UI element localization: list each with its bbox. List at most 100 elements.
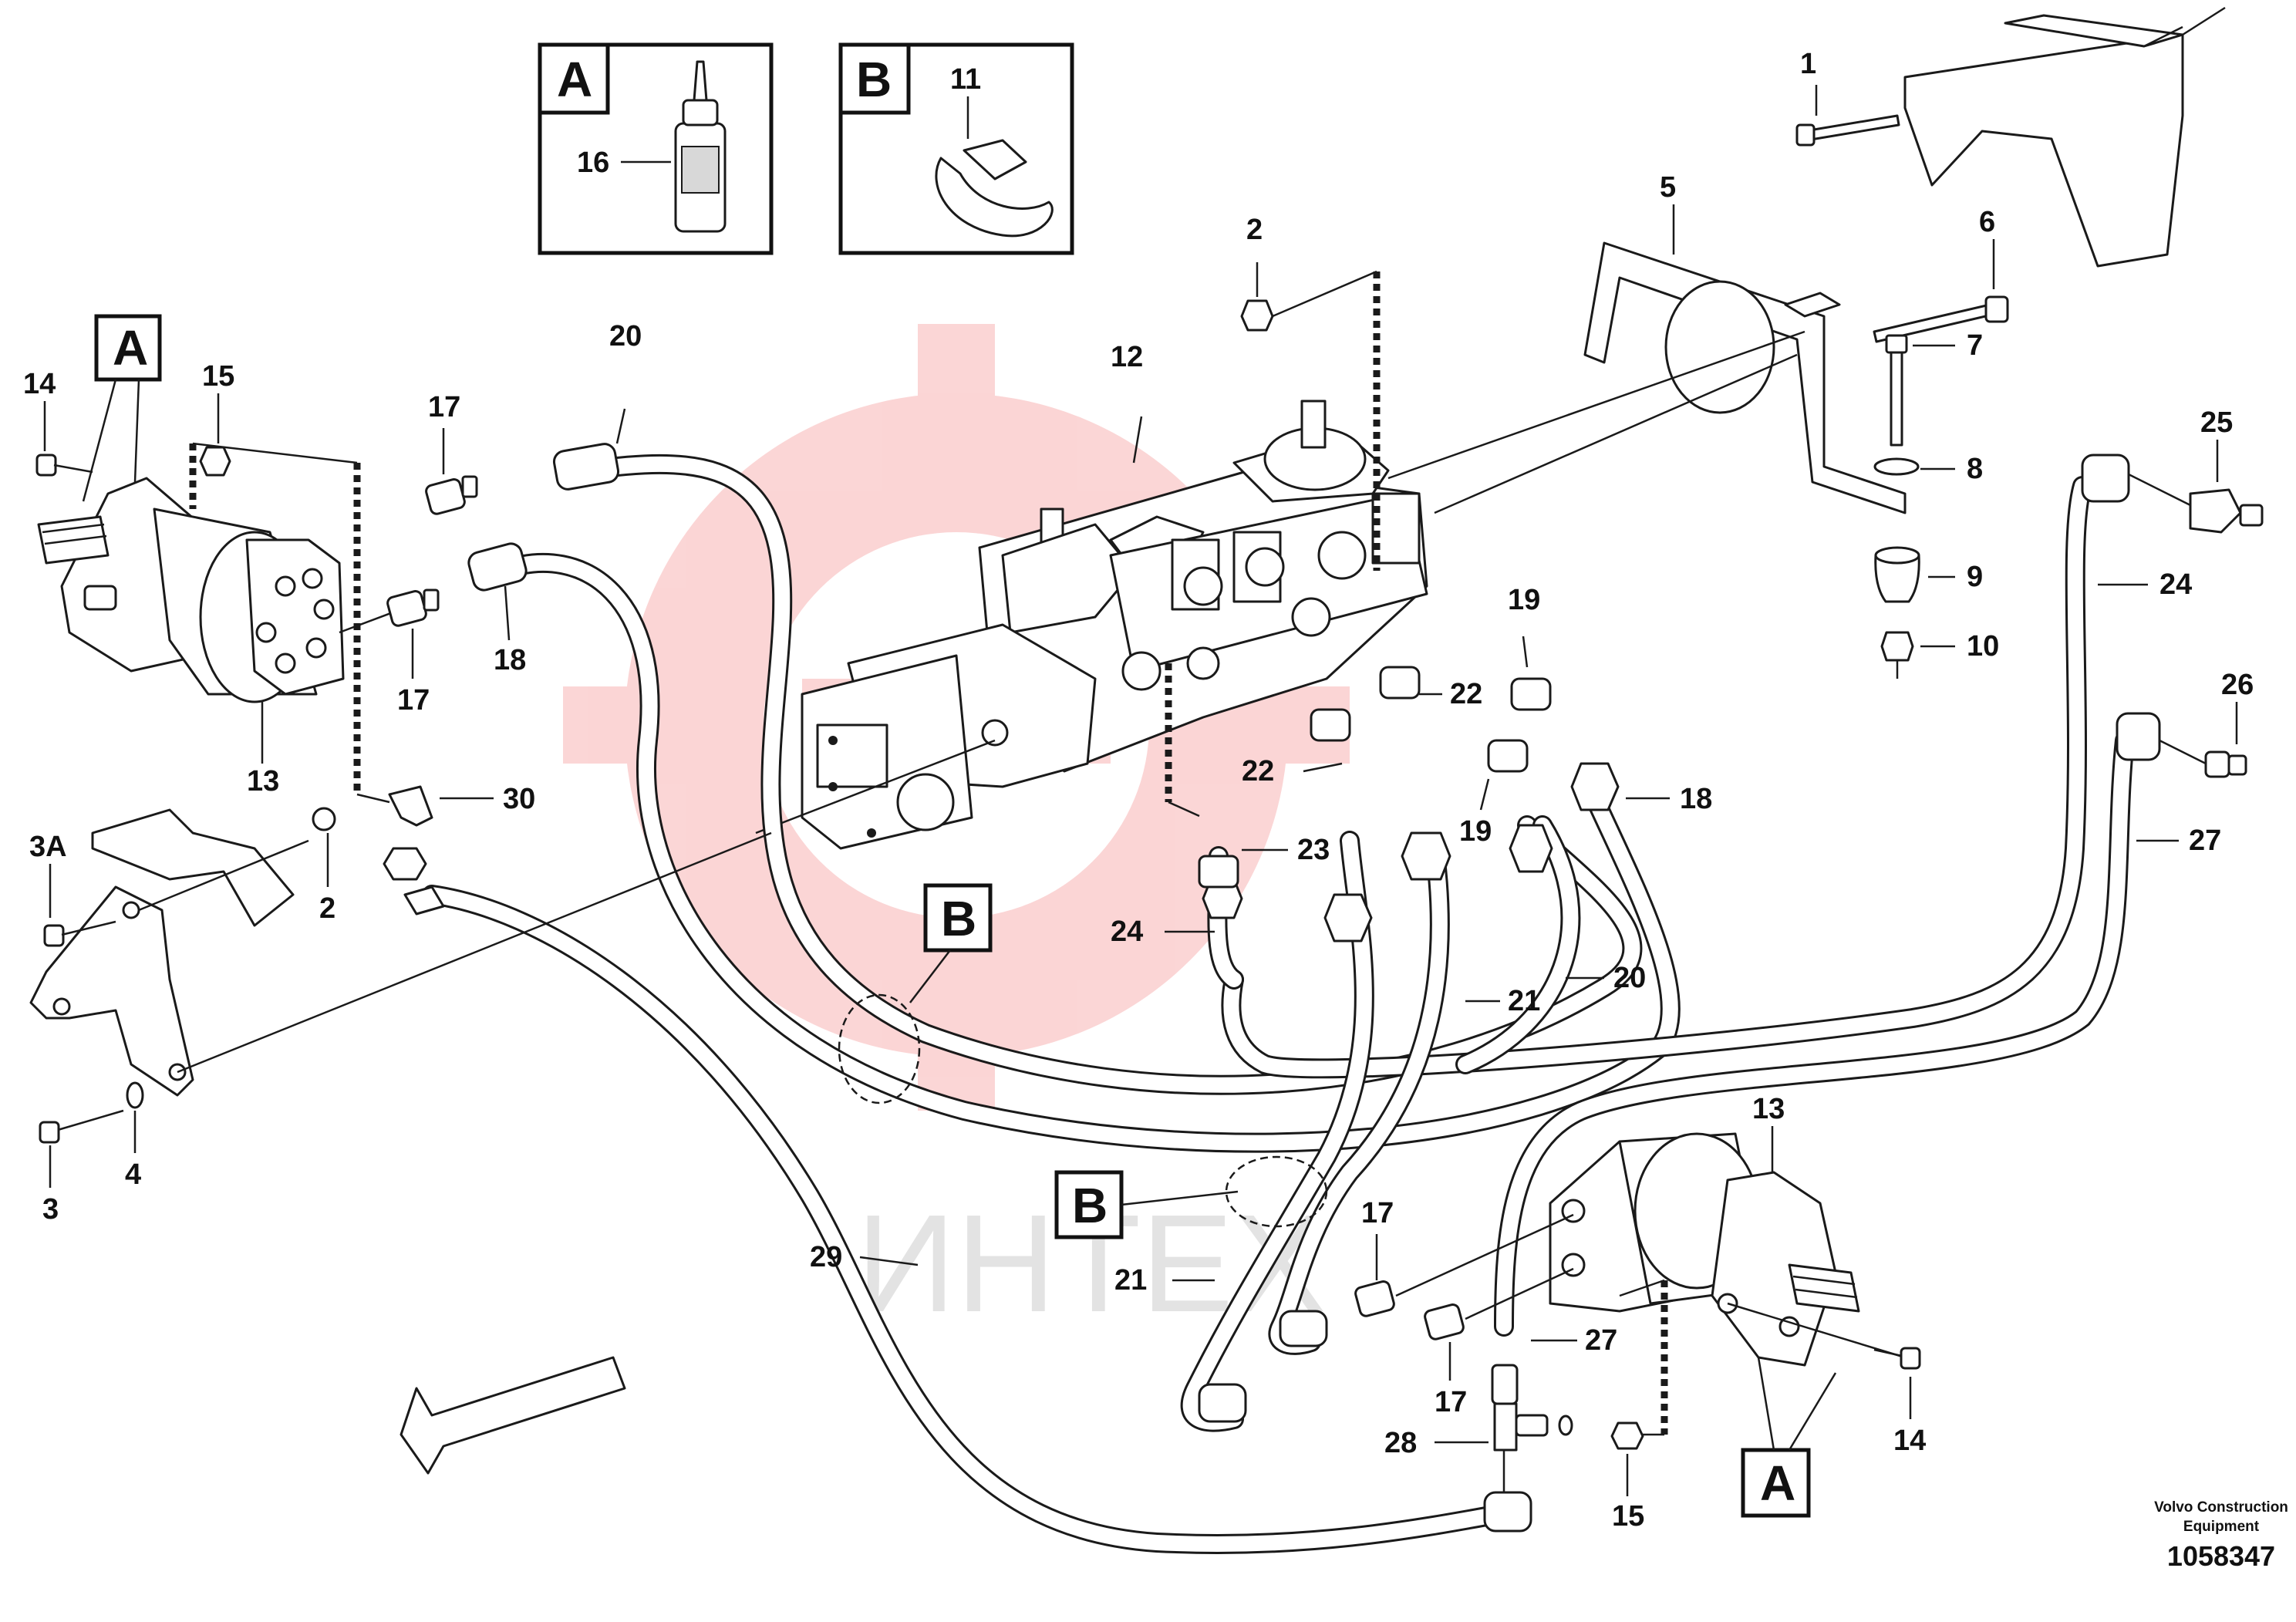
callout-1: 1: [1800, 48, 1816, 80]
callout-15-right: 15: [1612, 1500, 1644, 1533]
callout-19-upper: 19: [1508, 584, 1540, 616]
callout-22-upper: 22: [1450, 678, 1482, 710]
callout-17-right-lower: 17: [1435, 1386, 1467, 1418]
fitting-26: [2204, 750, 2247, 778]
detail-box-a: A 16: [538, 42, 774, 255]
callout-11: 11: [950, 63, 981, 96]
bolt-14-right: [1873, 1347, 1921, 1370]
reference-box-a-top: A: [82, 314, 162, 502]
control-valve-assembly: [801, 400, 1428, 850]
callout-18-right: 18: [1680, 783, 1712, 815]
callout-23: 23: [1297, 834, 1330, 866]
hose-21: [1180, 831, 1374, 1432]
nut-15-right: [1610, 1421, 1644, 1450]
callout-12: 12: [1111, 341, 1143, 373]
callout-13-left: 13: [247, 765, 279, 798]
nut-2-left: [312, 807, 336, 831]
rubber-mount-9: [1874, 554, 1920, 603]
callout-16: 16: [577, 147, 609, 179]
hose-20: [576, 454, 1643, 1095]
hose-24-right: [1221, 476, 2092, 1079]
nut-2-top: [1240, 299, 1274, 332]
callout-2-left: 2: [319, 892, 335, 925]
callout-30: 30: [503, 783, 535, 815]
mounting-bracket: [1583, 241, 1907, 514]
hose-18: [491, 553, 1681, 1153]
washer-8: [1873, 457, 1920, 476]
svg-text:B: B: [941, 891, 976, 946]
hose-20-right: [1455, 815, 1581, 1074]
callout-10: 10: [1967, 630, 1999, 663]
callout-22-lower: 22: [1242, 755, 1274, 787]
callout-19-lower: 19: [1459, 815, 1492, 848]
cover-plate: [1903, 6, 2226, 268]
callout-29: 29: [810, 1241, 842, 1273]
callout-3: 3: [42, 1193, 59, 1226]
callout-24-center: 24: [1111, 916, 1143, 948]
adapter-17-upper: [425, 475, 478, 515]
callout-20-top: 20: [609, 320, 642, 352]
adapter-17-right-lower: [1424, 1303, 1465, 1340]
callout-17-lower-left: 17: [397, 684, 430, 717]
manufacturer-credit: Volvo Construction Equipment 1058347: [2154, 1499, 2288, 1572]
callout-21-upper: 21: [1508, 985, 1540, 1017]
callout-6: 6: [1979, 206, 1995, 238]
reference-box-b-lower: B: [1054, 1155, 1328, 1239]
callout-3a: 3A: [29, 831, 67, 863]
callout-18-left: 18: [494, 644, 526, 676]
detail-box-b: B 11: [838, 42, 1074, 255]
callout-7: 7: [1967, 329, 1983, 362]
fittings: [403, 443, 2161, 1533]
fitting-25: [2189, 488, 2264, 534]
callout-4: 4: [125, 1158, 141, 1191]
callout-26: 26: [2221, 669, 2254, 701]
callout-25: 25: [2200, 406, 2233, 439]
callout-15-left: 15: [202, 360, 234, 393]
svg-text:A: A: [1760, 1455, 1795, 1511]
hose-21b: [1268, 838, 1450, 1355]
adapter-17-right-upper: [1354, 1280, 1395, 1317]
reference-box-b-middle: B: [838, 883, 993, 1104]
credit-line-1: Volvo Construction: [2154, 1499, 2288, 1516]
callout-24-right: 24: [2159, 568, 2192, 601]
callout-14-left: 14: [23, 368, 56, 400]
elbow-fitting-30: [383, 785, 433, 881]
washer-4: [126, 1081, 144, 1109]
hydraulic-motor-right: [1549, 1132, 1860, 1367]
detail-box-b-letter: B: [856, 52, 892, 107]
hose-27: [1494, 730, 2135, 1337]
callout-5: 5: [1660, 171, 1676, 204]
callout-17-right-upper: 17: [1361, 1197, 1394, 1229]
adhesive-bottle-icon: [674, 60, 727, 233]
callout-21-lower: 21: [1114, 1264, 1147, 1297]
hydraulic-motor-left: [37, 477, 345, 703]
callout-28: 28: [1384, 1427, 1417, 1459]
callout-2-top: 2: [1246, 214, 1263, 246]
hose-29: [422, 885, 1522, 1554]
credit-line-2: Equipment: [2183, 1519, 2260, 1535]
callout-17-upper-left: 17: [428, 391, 460, 423]
document-number: 1058347: [2167, 1540, 2275, 1572]
callout-14-right: 14: [1893, 1425, 1926, 1457]
tee-fitting-28: [1491, 1364, 1573, 1492]
callout-8: 8: [1967, 453, 1983, 485]
forward-direction-arrow-icon: [400, 1356, 626, 1475]
nut-15-left: [199, 446, 231, 477]
reference-box-a-bottom: A: [1741, 1357, 1837, 1518]
bolt-3: [39, 1109, 124, 1144]
callout-27-right: 27: [2189, 824, 2221, 857]
bolt-6: [1873, 295, 2009, 343]
svg-text:B: B: [1072, 1178, 1108, 1233]
left-motor-bracket: [29, 808, 295, 1097]
adapter-17-lower: [386, 588, 440, 627]
bolt-14-left: [35, 454, 93, 477]
callout-20-right: 20: [1613, 962, 1646, 994]
detail-box-a-letter: A: [557, 52, 592, 107]
callout-13-right: 13: [1752, 1093, 1785, 1125]
nut-10: [1880, 631, 1914, 662]
callout-9: 9: [1967, 561, 1983, 593]
bolt-1: [1795, 114, 1900, 147]
cable-tie-icon: [935, 139, 1054, 238]
